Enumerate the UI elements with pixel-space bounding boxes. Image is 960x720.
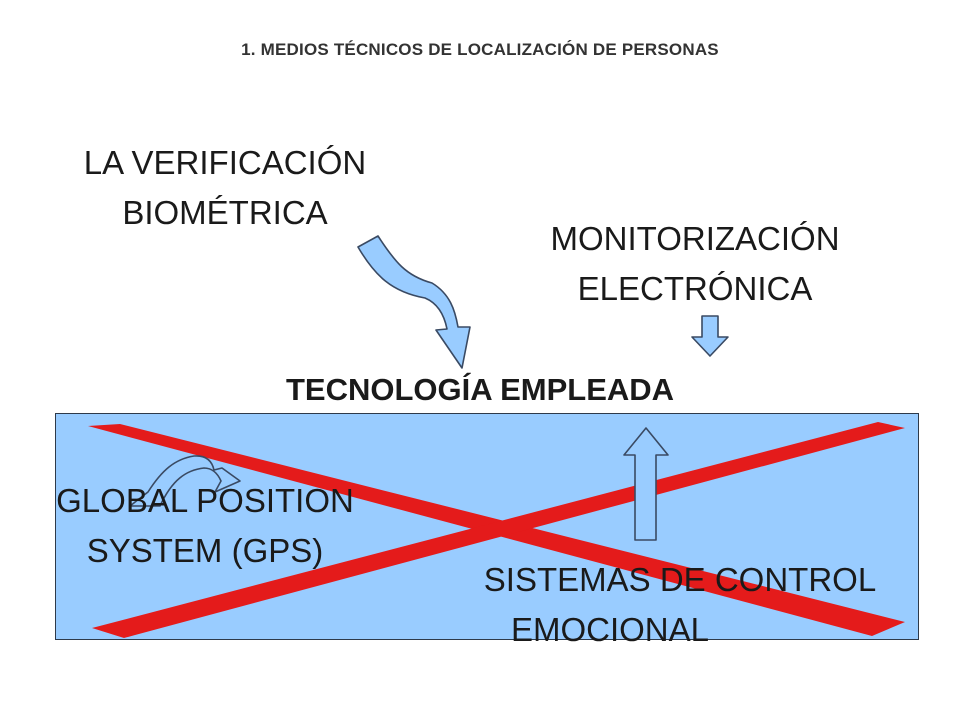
node-biometric: LA VERIFICACIÓN BIOMÉTRICA [60, 138, 390, 238]
node-center-technology: TECNOLOGÍA EMPLEADA [285, 372, 675, 407]
node-gps-line1: GLOBAL POSITION [56, 482, 354, 519]
node-emotional-line2: EMOCIONAL [510, 611, 710, 648]
node-gps: GLOBAL POSITION SYSTEM (GPS) [40, 476, 370, 576]
node-emotional-line1: SISTEMAS DE CONTROL [483, 561, 877, 598]
node-electronic-line1: MONITORIZACIÓN [550, 220, 840, 257]
node-biometric-line2: BIOMÉTRICA [122, 194, 328, 231]
slide-title: 1. MEDIOS TÉCNICOS DE LOCALIZACIÓN DE PE… [241, 40, 719, 59]
curved-arrow-biometric [357, 235, 471, 369]
curved-arrow-gps [129, 455, 241, 507]
node-electronic: MONITORIZACIÓN ELECTRÓNICA [520, 214, 870, 314]
down-arrow-electronic [691, 315, 729, 357]
node-gps-line2: SYSTEM (GPS) [86, 532, 324, 569]
up-arrow-emotional [623, 427, 669, 541]
node-emotional: SISTEMAS DE CONTROL EMOCIONAL [470, 555, 890, 655]
node-electronic-line2: ELECTRÓNICA [577, 270, 813, 307]
cross-stroke-2 [92, 422, 905, 638]
node-biometric-line1: LA VERIFICACIÓN [83, 144, 367, 181]
cross-mark [88, 422, 905, 638]
